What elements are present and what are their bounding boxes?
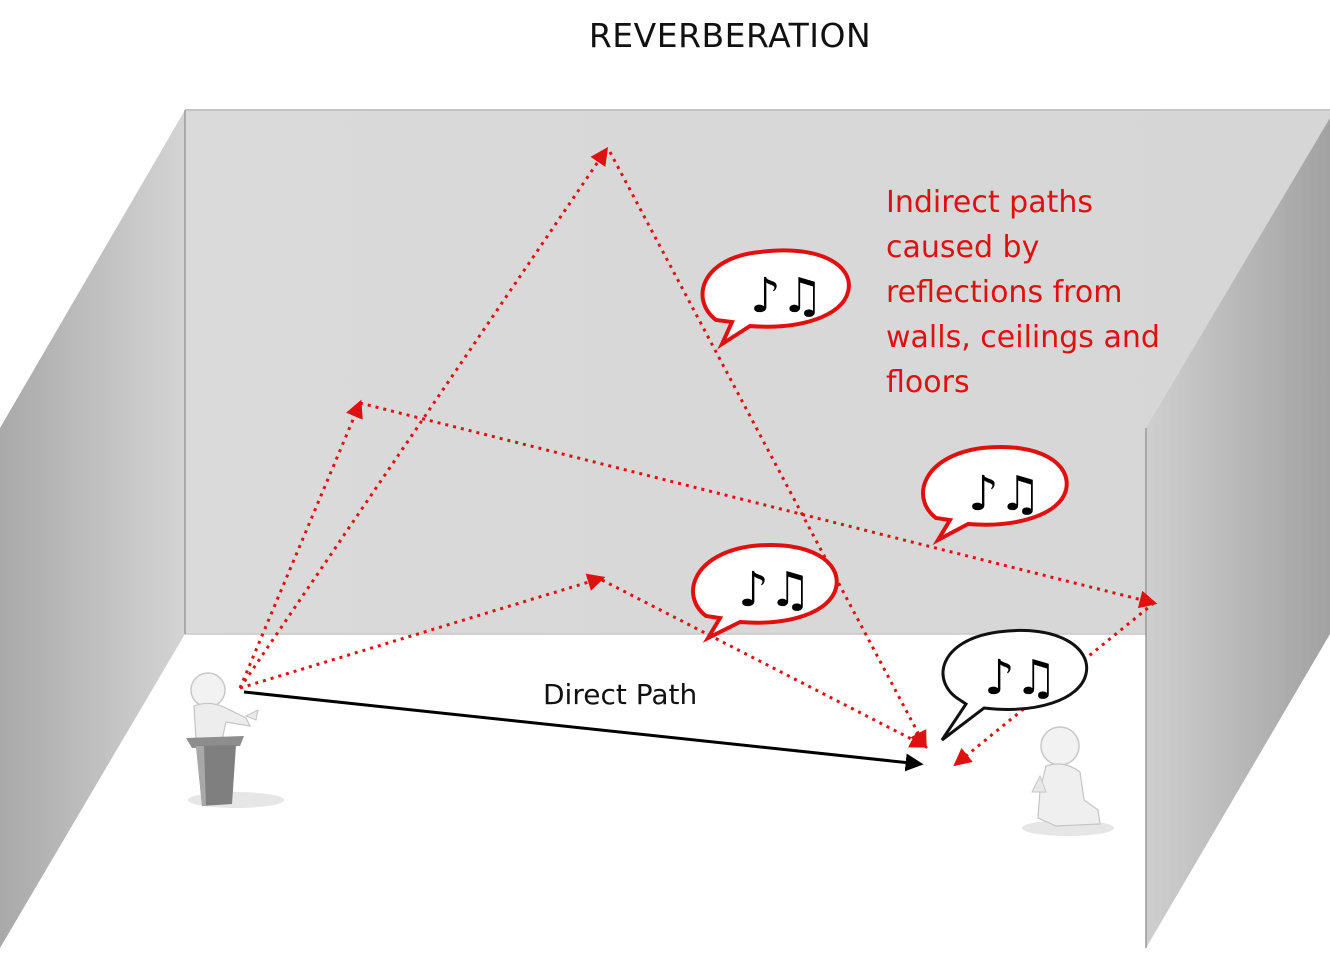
speech-bubble-upper: ♪♫ [700, 248, 851, 350]
speech-bubble-lower: ♪♫ [691, 543, 839, 643]
direct-path-label: Direct Path [543, 678, 698, 711]
annotation-line: walls, ceilings and [886, 320, 1160, 355]
music-notes-icon: ♪♫ [968, 466, 1042, 522]
left-wall [0, 110, 185, 948]
indirect-path-wall-up [238, 399, 363, 689]
annotation-line: caused by [886, 230, 1040, 265]
indirect-path-wall-down [953, 601, 1155, 767]
listener-figure-icon [1022, 726, 1114, 836]
music-notes-icon: ♪♫ [984, 650, 1058, 706]
speech-bubble-right: ♪♫ [921, 445, 1069, 546]
annotation-line: floors [886, 365, 970, 400]
right-wall [1146, 118, 1330, 948]
indirect-paths-annotation: Indirect paths caused by reflections fro… [886, 180, 1186, 405]
music-notes-icon: ♪♫ [738, 562, 812, 618]
speech-bubble-listener: ♪♫ [940, 629, 1089, 742]
music-notes-icon: ♪♫ [750, 268, 824, 324]
annotation-line: Indirect paths [886, 185, 1093, 220]
indirect-path-ceiling-down [608, 151, 927, 750]
indirect-path-wall-across [359, 401, 1158, 609]
diagram-title: REVERBERATION [588, 16, 872, 55]
direct-path-arrow [243, 690, 924, 772]
indirect-paths [238, 147, 1158, 767]
annotation-line: reflections from [886, 275, 1123, 310]
speaker-figure-icon [186, 672, 284, 808]
